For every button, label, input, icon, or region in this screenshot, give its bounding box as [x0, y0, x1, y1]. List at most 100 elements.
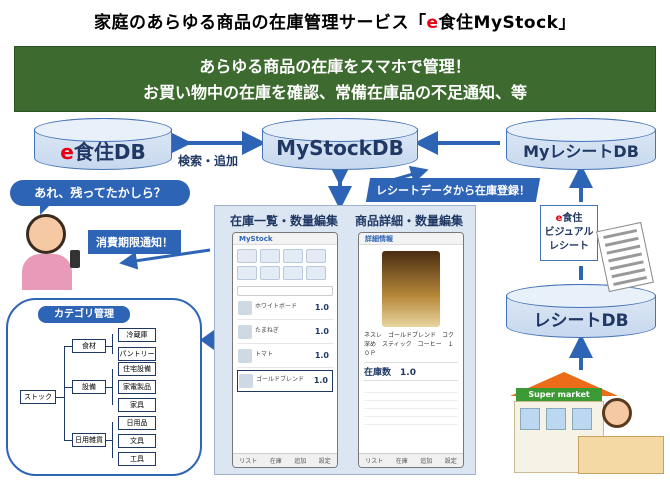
expire-notice-tag: 消費期限通知！	[88, 230, 181, 254]
category-tile[interactable]	[260, 266, 280, 280]
detail-line	[364, 401, 458, 409]
category-leaf[interactable]: 工具	[118, 452, 156, 466]
category-tile[interactable]	[260, 249, 280, 263]
page-title: 家庭のあらゆる商品の在庫管理サービス「e食住MyStock」	[0, 8, 670, 33]
receipt-register-tag: レシートデータから在庫登録！	[365, 178, 541, 202]
list-item-qty: 1.0	[313, 376, 328, 385]
visual-e-letter: e	[555, 213, 563, 224]
phone1-app-bar: MyStock	[233, 233, 337, 245]
title-e-letter: e	[426, 13, 439, 33]
list-item-qty: 1.0	[314, 327, 329, 336]
woman-user-icon	[26, 214, 66, 254]
category-tile[interactable]	[283, 249, 303, 263]
category-root[interactable]: ストック	[20, 390, 56, 404]
nav-list[interactable]: リスト	[365, 458, 384, 465]
myreceipt-db: MyレシートDB	[506, 118, 656, 170]
banner-line-2: お買い物中の在庫を確認、常備在庫品の不足通知、等	[142, 83, 527, 102]
nav-stock[interactable]: 在庫	[395, 458, 408, 465]
qty-value: 1.0	[400, 368, 416, 378]
category-leaf[interactable]: 住宅設備	[118, 362, 156, 376]
nav-settings[interactable]: 設定	[444, 458, 457, 465]
category-leaf[interactable]: 冷蔵庫	[118, 328, 156, 342]
tree-line	[64, 346, 65, 440]
myreceipt-db-label: MyレシートDB	[523, 142, 639, 161]
detail-line	[364, 393, 458, 401]
cashier-icon	[602, 398, 632, 428]
category-leaf[interactable]: 日用品	[118, 416, 156, 430]
category-tile[interactable]	[237, 266, 257, 280]
nav-settings[interactable]: 設定	[318, 458, 331, 465]
checkout-counter-icon	[578, 436, 664, 474]
callout-pointer	[200, 330, 214, 350]
nav-list[interactable]: リスト	[239, 458, 258, 465]
list-item-name: ゴールドブレンド	[256, 376, 305, 383]
category-leaf[interactable]: 家具	[118, 398, 156, 412]
category-leaf[interactable]: 文具	[118, 434, 156, 448]
nav-stock[interactable]: 在庫	[269, 458, 282, 465]
category-node[interactable]: 設備	[72, 380, 106, 394]
tree-line	[112, 422, 113, 458]
phone1-bottom-nav: リスト 在庫 追加 設定	[233, 453, 337, 467]
category-tile[interactable]	[237, 249, 257, 263]
product-image	[382, 251, 440, 327]
tree-line	[106, 387, 112, 388]
edb-label: 食住DB	[73, 140, 146, 164]
eshokuju-db: e食住DB	[34, 118, 172, 170]
phone2-app-bar: 詳細情報	[359, 233, 463, 245]
product-name: ネスレ ゴールドブレンド コク深め スティック コーヒー １０Ｐ	[364, 332, 455, 357]
receipt-db: レシートDB	[506, 284, 656, 338]
receipt-db-label: レシートDB	[533, 311, 629, 331]
detail-line	[364, 417, 458, 425]
detail-line	[364, 385, 458, 393]
tree-line	[64, 387, 72, 388]
supermarket-window	[572, 408, 592, 430]
tree-line	[106, 440, 112, 441]
nav-add[interactable]: 追加	[294, 458, 307, 465]
list-item[interactable]: たまねぎ 1.0	[237, 322, 333, 344]
list-item-qty: 1.0	[314, 351, 329, 360]
mystock-db: MyStockDB	[262, 118, 418, 170]
category-tile[interactable]	[306, 249, 326, 263]
title-suffix: 食住MyStock」	[438, 13, 576, 33]
edb-e-letter: e	[60, 140, 74, 164]
category-tile[interactable]	[306, 266, 326, 280]
category-node[interactable]: 日用雑貨	[72, 433, 106, 447]
supermarket-sign: Super market	[516, 388, 602, 401]
list-item-qty: 1.0	[314, 303, 329, 312]
phone1-search-input[interactable]	[237, 286, 333, 296]
title-prefix: 家庭のあらゆる商品の在庫管理サービス「	[94, 13, 427, 33]
woman-body-icon	[22, 254, 72, 290]
tree-line	[106, 346, 112, 347]
visual-line-3: レシート	[549, 241, 589, 252]
stock-list-heading: 在庫一覧・数量編集	[230, 214, 339, 228]
receipt-register-label: レシートデータから在庫登録！	[376, 184, 530, 197]
phone-product-detail: 詳細情報 ネスレ ゴールドブレンド コク深め スティック コーヒー １０Ｐ 在庫…	[358, 232, 464, 468]
qty-label: 在庫数	[364, 368, 392, 378]
visual-line-1: 食住	[562, 213, 583, 224]
smartphone-icon	[70, 250, 80, 268]
list-item-name: たまねぎ	[255, 327, 279, 334]
category-leaf[interactable]: 家電製品	[118, 380, 156, 394]
category-node[interactable]: 食材	[72, 339, 106, 353]
phone2-bottom-nav: リスト 在庫 追加 設定	[359, 453, 463, 467]
list-item[interactable]: ゴールドブレンド 1.0	[237, 370, 333, 392]
tree-line	[64, 440, 72, 441]
arrow-phone-user	[119, 248, 211, 270]
nav-add[interactable]: 追加	[420, 458, 433, 465]
product-qty-row[interactable]: 在庫数 1.0	[364, 362, 458, 381]
speech-bubble: あれ、残ってたかしら？	[10, 180, 190, 215]
mystock-db-label: MyStockDB	[276, 136, 404, 160]
category-tile[interactable]	[283, 266, 303, 280]
banner-line-1: あらゆる商品の在庫をスマホで管理！	[199, 57, 471, 76]
category-leaf[interactable]: パントリー	[118, 347, 156, 361]
tree-line	[56, 397, 64, 398]
supermarket-window	[520, 408, 540, 430]
tree-line	[112, 369, 113, 405]
visual-receipt-box: e食住 ビジュアル レシート	[540, 205, 598, 261]
supermarket-window	[546, 408, 566, 430]
category-title: カテゴリ管理	[38, 306, 130, 323]
tree-line	[112, 334, 113, 354]
